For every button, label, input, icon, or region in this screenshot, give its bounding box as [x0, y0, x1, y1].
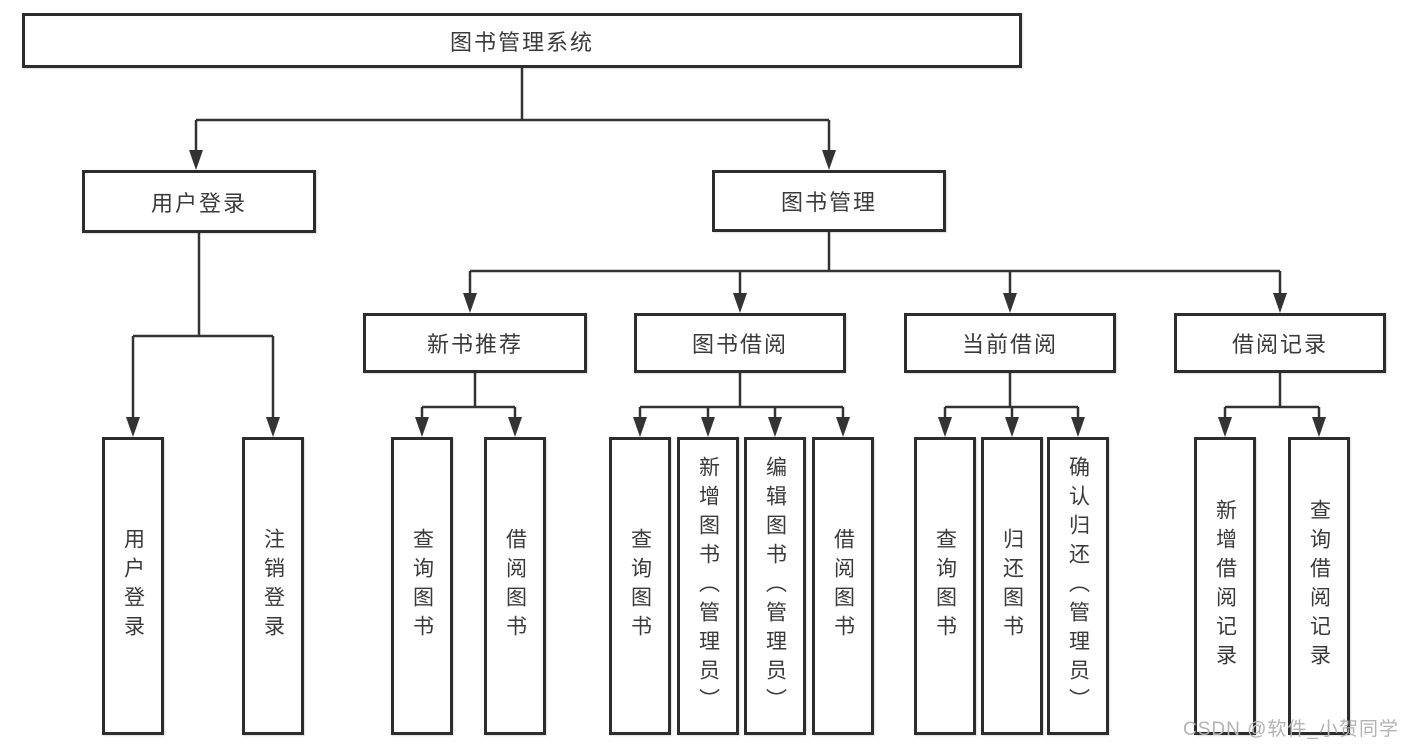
- leaf-query-books-recommend-label: 查询图书: [410, 528, 434, 644]
- leaf-confirm-return-admin: 确认归还（管理员）: [1047, 437, 1109, 735]
- leaf-confirm-return-admin-label: 确认归还（管理员）: [1066, 455, 1090, 717]
- node-new-book-recommend-label: 新书推荐: [426, 332, 523, 357]
- node-user-login-label: 用户登录: [150, 190, 247, 216]
- node-new-book-recommend: 新书推荐: [363, 313, 587, 373]
- node-borrowing-records: 借阅记录: [1174, 313, 1386, 373]
- node-book-borrowing-label: 图书借阅: [691, 332, 788, 357]
- leaf-logout: 注销登录: [242, 437, 304, 735]
- arrowheads: [126, 150, 1326, 437]
- csdn-watermark: CSDN @软件_小贺同学: [1183, 719, 1399, 740]
- node-current-borrowing-label: 当前借阅: [961, 332, 1058, 357]
- leaf-add-book-admin: 新增图书（管理员）: [677, 437, 739, 735]
- leaf-return-book-label: 归还图书: [1000, 528, 1024, 644]
- leaf-user-login-label: 用户登录: [121, 528, 145, 644]
- leaf-return-book: 归还图书: [981, 437, 1043, 735]
- leaf-logout-label: 注销登录: [261, 528, 285, 644]
- leaf-borrow-books-borrow: 借阅图书: [812, 437, 874, 735]
- node-root-system: 图书管理系统: [22, 13, 1022, 68]
- leaf-borrow-books-recommend: 借阅图书: [484, 437, 546, 735]
- leaf-add-borrow-record: 新增借阅记录: [1194, 437, 1256, 735]
- leaf-add-borrow-record-label: 新增借阅记录: [1213, 499, 1237, 673]
- leaf-user-login: 用户登录: [102, 437, 164, 735]
- leaf-query-borrow-record-label: 查询借阅记录: [1307, 499, 1331, 673]
- node-book-management-module: 图书管理: [712, 170, 946, 232]
- leaf-query-books-current-label: 查询图书: [933, 528, 957, 644]
- leaf-query-books-borrow-label: 查询图书: [628, 528, 652, 644]
- leaf-query-books-current: 查询图书: [914, 437, 976, 735]
- node-root-label: 图书管理系统: [449, 29, 594, 55]
- leaf-query-books-borrow: 查询图书: [609, 437, 671, 735]
- leaf-borrow-books-recommend-label: 借阅图书: [503, 528, 527, 644]
- node-book-management-label: 图书管理: [780, 190, 877, 215]
- node-book-borrowing: 图书借阅: [634, 313, 846, 373]
- node-borrowing-records-label: 借阅记录: [1231, 332, 1328, 357]
- leaf-edit-book-admin: 编辑图书（管理员）: [744, 437, 806, 735]
- leaf-add-book-admin-label: 新增图书（管理员）: [696, 455, 720, 717]
- node-current-borrowing: 当前借阅: [904, 313, 1116, 373]
- leaf-query-borrow-record: 查询借阅记录: [1288, 437, 1350, 735]
- leaf-borrow-books-borrow-label: 借阅图书: [831, 528, 855, 644]
- node-user-login-module: 用户登录: [82, 170, 316, 233]
- leaf-query-books-recommend: 查询图书: [391, 437, 453, 735]
- leaf-edit-book-admin-label: 编辑图书（管理员）: [763, 455, 787, 717]
